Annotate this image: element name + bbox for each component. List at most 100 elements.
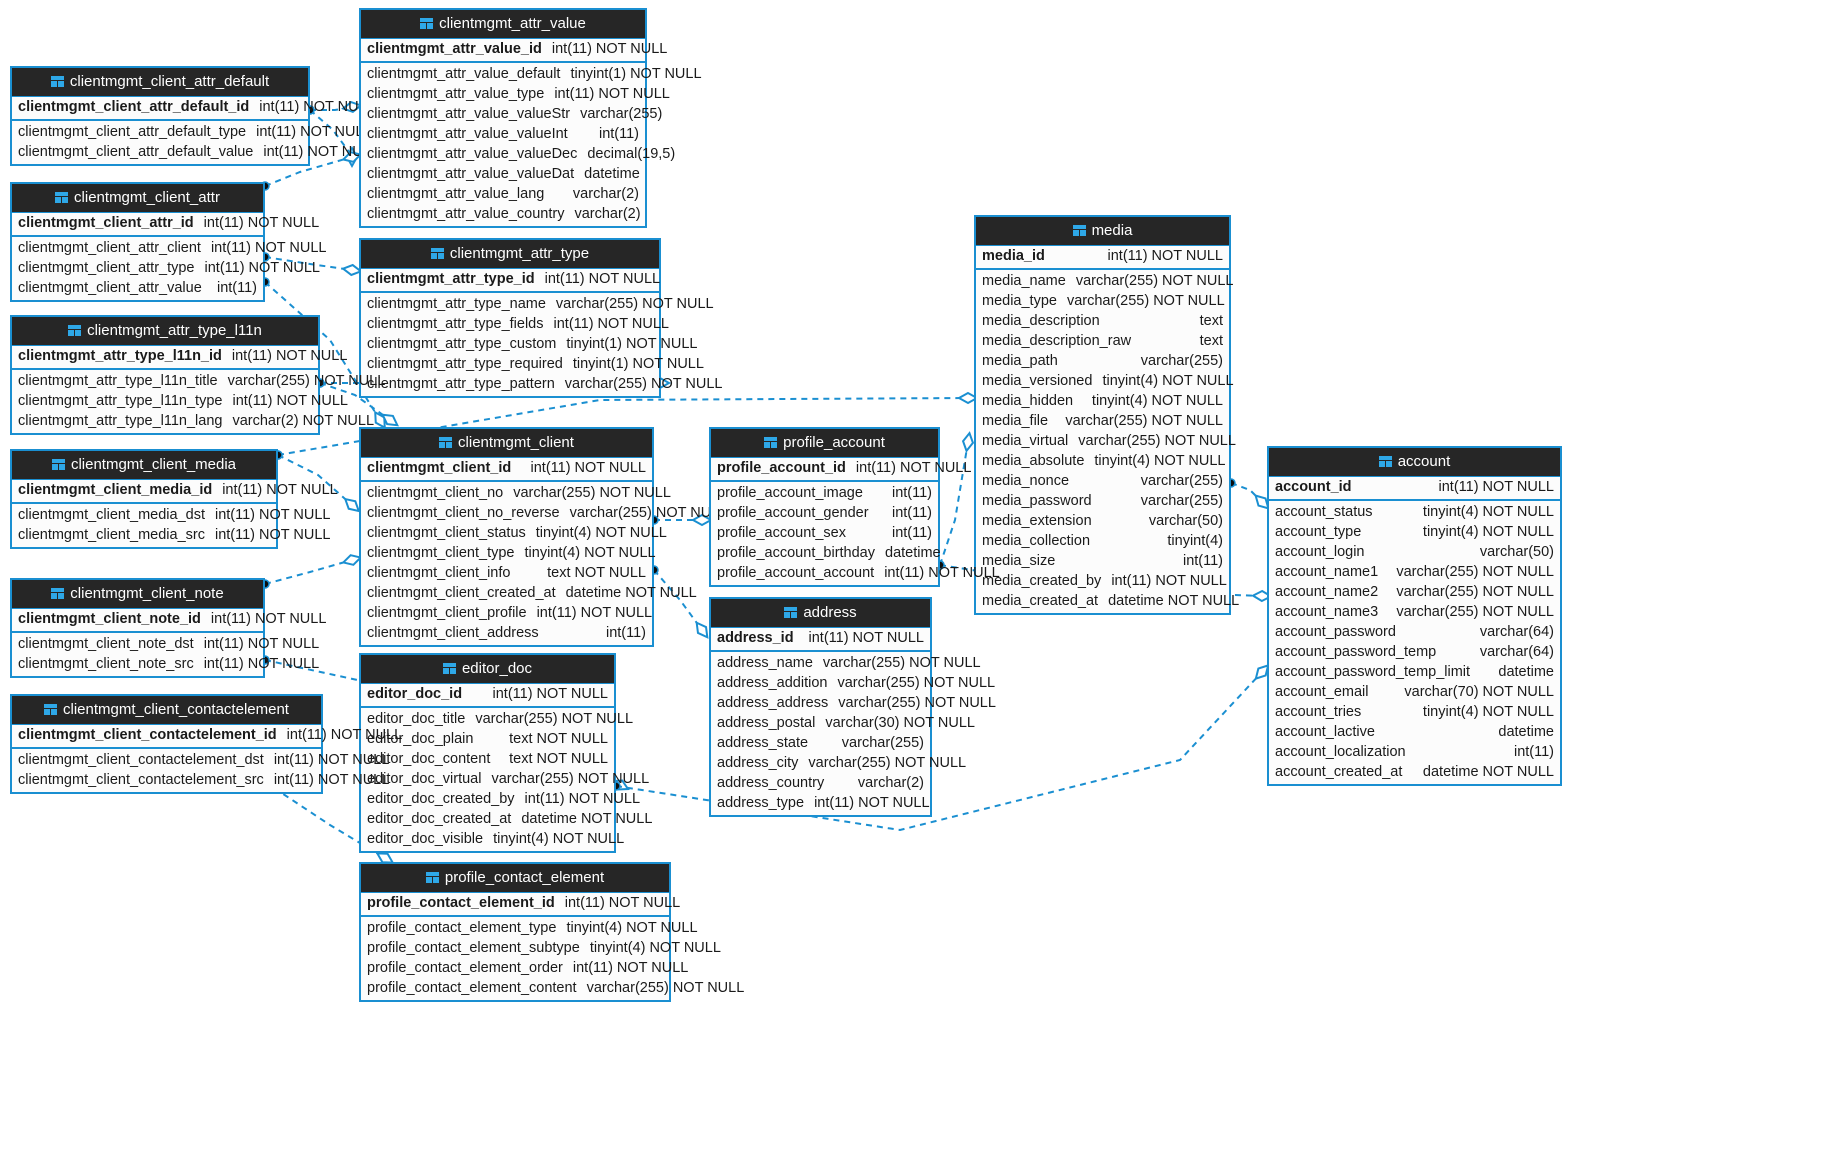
- column-row[interactable]: clientmgmt_attr_value_langvarchar(2): [361, 185, 645, 205]
- column-row[interactable]: editor_doc_created_atdatetime NOT NULL: [361, 810, 652, 830]
- column-row[interactable]: profile_account_sexint(11): [711, 524, 938, 544]
- column-row[interactable]: clientmgmt_attr_type_l11n_typeint(11) NO…: [12, 392, 348, 412]
- primary-key-row[interactable]: profile_account_idint(11) NOT NULL: [711, 457, 971, 482]
- column-row[interactable]: media_sizeint(11): [976, 552, 1229, 572]
- column-row[interactable]: media_pathvarchar(255): [976, 352, 1229, 372]
- column-row[interactable]: media_absolutetinyint(4) NOT NULL: [976, 452, 1229, 472]
- column-row[interactable]: clientmgmt_attr_value_typeint(11) NOT NU…: [361, 85, 670, 105]
- column-row[interactable]: address_namevarchar(255) NOT NULL: [711, 652, 981, 674]
- entity-table-clientmgmt_attr_type_l11n[interactable]: clientmgmt_attr_type_l11nclientmgmt_attr…: [10, 315, 385, 435]
- column-row[interactable]: clientmgmt_attr_type_l11n_titlevarchar(2…: [12, 370, 385, 392]
- column-row[interactable]: address_countryvarchar(2): [711, 774, 930, 794]
- column-row[interactable]: profile_contact_element_typetinyint(4) N…: [361, 917, 698, 939]
- entity-table-clientmgmt_client_media[interactable]: clientmgmt_client_mediaclientmgmt_client…: [10, 449, 338, 549]
- column-row[interactable]: account_created_atdatetime NOT NULL: [1269, 763, 1560, 784]
- entity-table-clientmgmt_attr_value[interactable]: clientmgmt_attr_valueclientmgmt_attr_val…: [359, 8, 702, 228]
- column-row[interactable]: profile_account_accountint(11) NOT NULL: [711, 564, 1000, 585]
- entity-table-clientmgmt_client_attr_default[interactable]: clientmgmt_client_attr_defaultclientmgmt…: [10, 66, 379, 166]
- column-row[interactable]: media_namevarchar(255) NOT NULL: [976, 270, 1234, 292]
- entity-table-clientmgmt_client_note[interactable]: clientmgmt_client_noteclientmgmt_client_…: [10, 578, 326, 678]
- column-row[interactable]: clientmgmt_attr_type_fieldsint(11) NOT N…: [361, 315, 669, 335]
- column-row[interactable]: clientmgmt_client_attr_typeint(11) NOT N…: [12, 259, 320, 279]
- column-row[interactable]: address_typeint(11) NOT NULL: [711, 794, 930, 815]
- column-row[interactable]: profile_contact_element_orderint(11) NOT…: [361, 959, 688, 979]
- column-row[interactable]: clientmgmt_client_attr_valueint(11): [12, 279, 263, 300]
- column-row[interactable]: clientmgmt_client_attr_default_typeint(1…: [12, 121, 372, 143]
- column-row[interactable]: clientmgmt_attr_type_patternvarchar(255)…: [361, 375, 722, 396]
- column-row[interactable]: clientmgmt_attr_type_namevarchar(255) NO…: [361, 293, 714, 315]
- column-row[interactable]: media_typevarchar(255) NOT NULL: [976, 292, 1229, 312]
- column-row[interactable]: clientmgmt_attr_value_valueIntint(11): [361, 125, 645, 145]
- column-row[interactable]: account_password_tempvarchar(64): [1269, 643, 1560, 663]
- column-row[interactable]: account_lactivedatetime: [1269, 723, 1560, 743]
- primary-key-row[interactable]: clientmgmt_client_attr_default_idint(11)…: [12, 96, 375, 121]
- column-row[interactable]: clientmgmt_client_infotext NOT NULL: [361, 564, 652, 584]
- column-row[interactable]: address_cityvarchar(255) NOT NULL: [711, 754, 966, 774]
- column-row[interactable]: clientmgmt_client_addressint(11): [361, 624, 652, 645]
- column-row[interactable]: account_name2varchar(255) NOT NULL: [1269, 583, 1560, 603]
- column-row[interactable]: address_additionvarchar(255) NOT NULL: [711, 674, 995, 694]
- column-row[interactable]: media_noncevarchar(255): [976, 472, 1229, 492]
- column-row[interactable]: account_password_temp_limitdatetime: [1269, 663, 1560, 683]
- entity-table-account[interactable]: accountaccount_idint(11) NOT NULLaccount…: [1267, 446, 1562, 786]
- column-row[interactable]: media_filevarchar(255) NOT NULL: [976, 412, 1229, 432]
- column-row[interactable]: clientmgmt_client_media_srcint(11) NOT N…: [12, 526, 330, 547]
- column-row[interactable]: profile_account_birthdaydatetime: [711, 544, 941, 564]
- entity-table-address[interactable]: addressaddress_idint(11) NOT NULLaddress…: [709, 597, 996, 817]
- column-row[interactable]: account_emailvarchar(70) NOT NULL: [1269, 683, 1560, 703]
- primary-key-row[interactable]: address_idint(11) NOT NULL: [711, 627, 930, 652]
- column-row[interactable]: media_versionedtinyint(4) NOT NULL: [976, 372, 1234, 392]
- column-row[interactable]: clientmgmt_client_no_reversevarchar(255)…: [361, 504, 727, 524]
- column-row[interactable]: address_statevarchar(255): [711, 734, 930, 754]
- entity-table-profile_account[interactable]: profile_accountprofile_account_idint(11)…: [709, 427, 1000, 587]
- column-row[interactable]: clientmgmt_attr_value_valueDecdecimal(19…: [361, 145, 675, 165]
- column-row[interactable]: clientmgmt_attr_value_countryvarchar(2): [361, 205, 645, 226]
- column-row[interactable]: account_name1varchar(255) NOT NULL: [1269, 563, 1560, 583]
- column-row[interactable]: clientmgmt_client_profileint(11) NOT NUL…: [361, 604, 652, 624]
- primary-key-row[interactable]: profile_contact_element_idint(11) NOT NU…: [361, 892, 680, 917]
- column-row[interactable]: clientmgmt_attr_type_customtinyint(1) NO…: [361, 335, 697, 355]
- column-row[interactable]: clientmgmt_client_typetinyint(4) NOT NUL…: [361, 544, 656, 564]
- column-row[interactable]: clientmgmt_attr_value_valueDatdatetime: [361, 165, 645, 185]
- column-row[interactable]: clientmgmt_attr_type_requiredtinyint(1) …: [361, 355, 704, 375]
- column-row[interactable]: editor_doc_visibletinyint(4) NOT NULL: [361, 830, 624, 851]
- entity-table-profile_contact_element[interactable]: profile_contact_elementprofile_contact_e…: [359, 862, 744, 1002]
- primary-key-row[interactable]: clientmgmt_attr_value_idint(11) NOT NULL: [361, 38, 667, 63]
- primary-key-row[interactable]: editor_doc_idint(11) NOT NULL: [361, 683, 614, 708]
- column-row[interactable]: media_descriptiontext: [976, 312, 1229, 332]
- column-row[interactable]: clientmgmt_client_attr_default_valueint(…: [12, 143, 379, 164]
- column-row[interactable]: media_created_atdatetime NOT NULL: [976, 592, 1239, 613]
- column-row[interactable]: media_virtualvarchar(255) NOT NULL: [976, 432, 1236, 452]
- entity-table-clientmgmt_client[interactable]: clientmgmt_clientclientmgmt_client_idint…: [359, 427, 727, 647]
- column-row[interactable]: clientmgmt_client_contactelement_srcint(…: [12, 771, 389, 792]
- column-row[interactable]: editor_doc_created_byint(11) NOT NULL: [361, 790, 640, 810]
- column-row[interactable]: address_postalvarchar(30) NOT NULL: [711, 714, 975, 734]
- column-row[interactable]: media_collectiontinyint(4): [976, 532, 1229, 552]
- column-row[interactable]: account_typetinyint(4) NOT NULL: [1269, 523, 1560, 543]
- column-row[interactable]: clientmgmt_client_statustinyint(4) NOT N…: [361, 524, 667, 544]
- column-row[interactable]: address_addressvarchar(255) NOT NULL: [711, 694, 996, 714]
- primary-key-row[interactable]: clientmgmt_client_contactelement_idint(1…: [12, 724, 402, 749]
- primary-key-row[interactable]: account_idint(11) NOT NULL: [1269, 476, 1560, 501]
- column-row[interactable]: profile_account_genderint(11): [711, 504, 938, 524]
- column-row[interactable]: account_localizationint(11): [1269, 743, 1560, 763]
- column-row[interactable]: profile_contact_element_subtypetinyint(4…: [361, 939, 721, 959]
- column-row[interactable]: account_name3varchar(255) NOT NULL: [1269, 603, 1560, 623]
- primary-key-row[interactable]: clientmgmt_attr_type_idint(11) NOT NULL: [361, 268, 660, 293]
- column-row[interactable]: clientmgmt_client_media_dstint(11) NOT N…: [12, 504, 330, 526]
- column-row[interactable]: editor_doc_contenttext NOT NULL: [361, 750, 614, 770]
- column-row[interactable]: clientmgmt_client_novarchar(255) NOT NUL…: [361, 482, 671, 504]
- primary-key-row[interactable]: clientmgmt_client_idint(11) NOT NULL: [361, 457, 652, 482]
- column-row[interactable]: media_hiddentinyint(4) NOT NULL: [976, 392, 1229, 412]
- column-row[interactable]: clientmgmt_client_contactelement_dstint(…: [12, 749, 389, 771]
- primary-key-row[interactable]: media_idint(11) NOT NULL: [976, 245, 1229, 270]
- column-row[interactable]: media_description_rawtext: [976, 332, 1229, 352]
- entity-table-clientmgmt_client_attr[interactable]: clientmgmt_client_attrclientmgmt_client_…: [10, 182, 326, 302]
- primary-key-row[interactable]: clientmgmt_client_media_idint(11) NOT NU…: [12, 479, 338, 504]
- column-row[interactable]: clientmgmt_client_note_dstint(11) NOT NU…: [12, 633, 319, 655]
- column-row[interactable]: clientmgmt_client_created_atdatetime NOT…: [361, 584, 697, 604]
- column-row[interactable]: clientmgmt_attr_value_valueStrvarchar(25…: [361, 105, 662, 125]
- column-row[interactable]: editor_doc_virtualvarchar(255) NOT NULL: [361, 770, 649, 790]
- column-row[interactable]: media_passwordvarchar(255): [976, 492, 1229, 512]
- column-row[interactable]: account_statustinyint(4) NOT NULL: [1269, 501, 1560, 523]
